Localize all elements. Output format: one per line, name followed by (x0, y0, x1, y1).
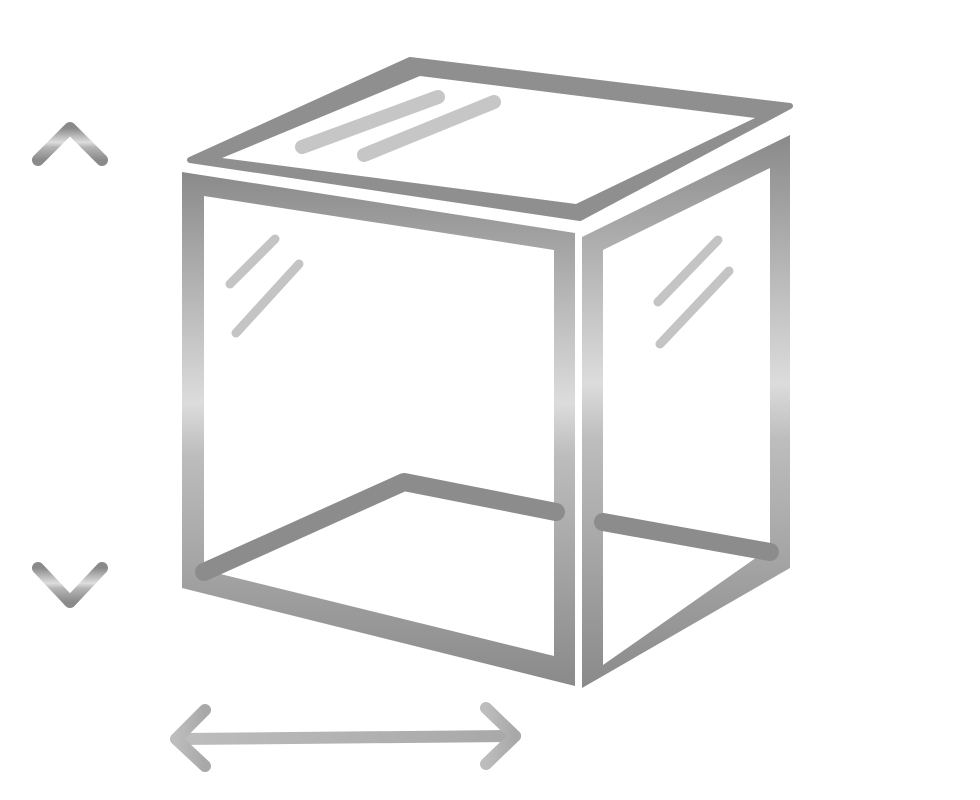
side-reflection (653, 235, 734, 349)
front-reflection (225, 234, 304, 338)
cube-bottom-edges (195, 473, 779, 581)
double-arrow-vertical-icon (32, 122, 108, 608)
cube-lid (187, 57, 793, 221)
double-arrow-horizontal-icon (170, 702, 521, 772)
cube-front-face (182, 172, 575, 686)
glass-cube-icon (182, 57, 793, 688)
cube-side-face (582, 135, 790, 688)
lid-reflection (295, 90, 501, 162)
